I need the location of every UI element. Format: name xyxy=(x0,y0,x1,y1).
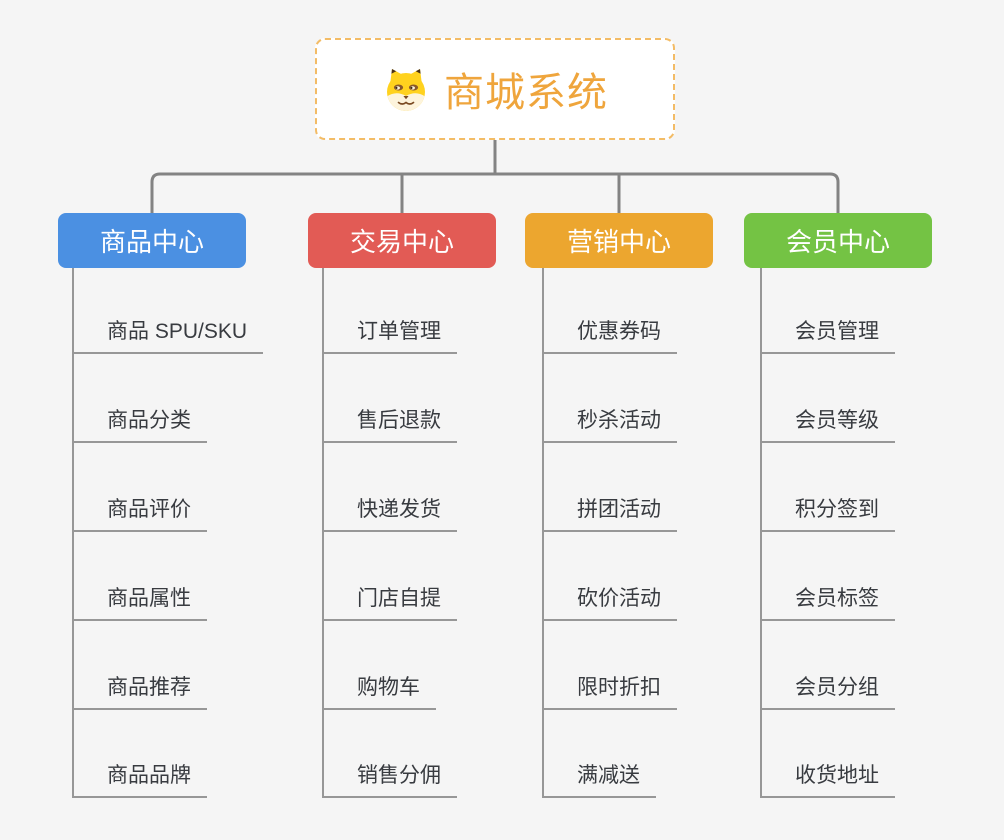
leaf-node[interactable]: 优惠券码 xyxy=(543,312,677,354)
doge-eye-left xyxy=(394,85,403,91)
leaf-node[interactable]: 砍价活动 xyxy=(543,579,677,621)
leaf-label: 门店自提 xyxy=(357,582,441,612)
leaf-node[interactable]: 快递发货 xyxy=(323,490,457,532)
leaf-label: 商品属性 xyxy=(107,582,191,612)
branch-node-1[interactable]: 商品中心 xyxy=(58,213,246,268)
leaf-label: 订单管理 xyxy=(357,315,441,345)
leaf-label: 商品评价 xyxy=(107,493,191,523)
top-connector-path xyxy=(152,140,838,213)
leaf-label: 拼团活动 xyxy=(577,493,661,523)
leaf-node[interactable]: 满减送 xyxy=(543,756,656,798)
leaf-label: 收货地址 xyxy=(795,759,879,789)
leaf-node[interactable]: 销售分佣 xyxy=(323,756,457,798)
doge-eye-right xyxy=(409,85,418,91)
leaf-label: 会员分组 xyxy=(795,671,879,701)
leaf-node[interactable]: 积分签到 xyxy=(761,490,895,532)
leaf-node[interactable]: 秒杀活动 xyxy=(543,401,677,443)
leaf-label: 售后退款 xyxy=(357,404,441,434)
leaf-node[interactable]: 订单管理 xyxy=(323,312,457,354)
leaf-label: 限时折扣 xyxy=(577,671,661,701)
branch-node-4[interactable]: 会员中心 xyxy=(744,213,932,268)
leaf-label: 商品分类 xyxy=(107,404,191,434)
leaf-label: 优惠券码 xyxy=(577,315,661,345)
leaf-label: 积分签到 xyxy=(795,493,879,523)
leaf-label: 会员管理 xyxy=(795,315,879,345)
leaf-node[interactable]: 会员管理 xyxy=(761,312,895,354)
branch-node-3[interactable]: 营销中心 xyxy=(525,213,713,268)
branch-node-2[interactable]: 交易中心 xyxy=(308,213,496,268)
leaf-label: 商品品牌 xyxy=(107,759,191,789)
leaf-node[interactable]: 拼团活动 xyxy=(543,490,677,532)
leaf-node[interactable]: 会员等级 xyxy=(761,401,895,443)
leaf-label: 砍价活动 xyxy=(577,582,661,612)
leaf-node[interactable]: 会员标签 xyxy=(761,579,895,621)
leaf-node[interactable]: 收货地址 xyxy=(761,756,895,798)
doge-icon xyxy=(382,65,430,113)
leaf-node[interactable]: 购物车 xyxy=(323,668,436,710)
root-node[interactable]: 商城系统 xyxy=(315,38,675,140)
leaf-label: 销售分佣 xyxy=(357,759,441,789)
branch-label: 会员中心 xyxy=(786,222,890,259)
leaf-node[interactable]: 商品评价 xyxy=(73,490,207,532)
leaf-node[interactable]: 售后退款 xyxy=(323,401,457,443)
leaf-node[interactable]: 商品属性 xyxy=(73,579,207,621)
root-title: 商城系统 xyxy=(444,60,608,118)
leaf-label: 商品 SPU/SKU xyxy=(107,315,247,345)
leaf-label: 秒杀活动 xyxy=(577,404,661,434)
leaf-node[interactable]: 商品品牌 xyxy=(73,756,207,798)
leaf-label: 会员等级 xyxy=(795,404,879,434)
branch-label: 交易中心 xyxy=(350,222,454,259)
leaf-node[interactable]: 会员分组 xyxy=(761,668,895,710)
leaf-label: 快递发货 xyxy=(357,493,441,523)
leaf-label: 购物车 xyxy=(357,671,420,701)
leaf-label: 会员标签 xyxy=(795,582,879,612)
leaf-node[interactable]: 商品分类 xyxy=(73,401,207,443)
leaf-label: 满减送 xyxy=(577,759,640,789)
leaf-node[interactable]: 商品 SPU/SKU xyxy=(73,312,263,354)
leaf-node[interactable]: 限时折扣 xyxy=(543,668,677,710)
leaf-node[interactable]: 商品推荐 xyxy=(73,668,207,710)
leaf-node[interactable]: 门店自提 xyxy=(323,579,457,621)
leaf-label: 商品推荐 xyxy=(107,671,191,701)
branch-label: 商品中心 xyxy=(100,222,204,259)
branch-label: 营销中心 xyxy=(567,222,671,259)
